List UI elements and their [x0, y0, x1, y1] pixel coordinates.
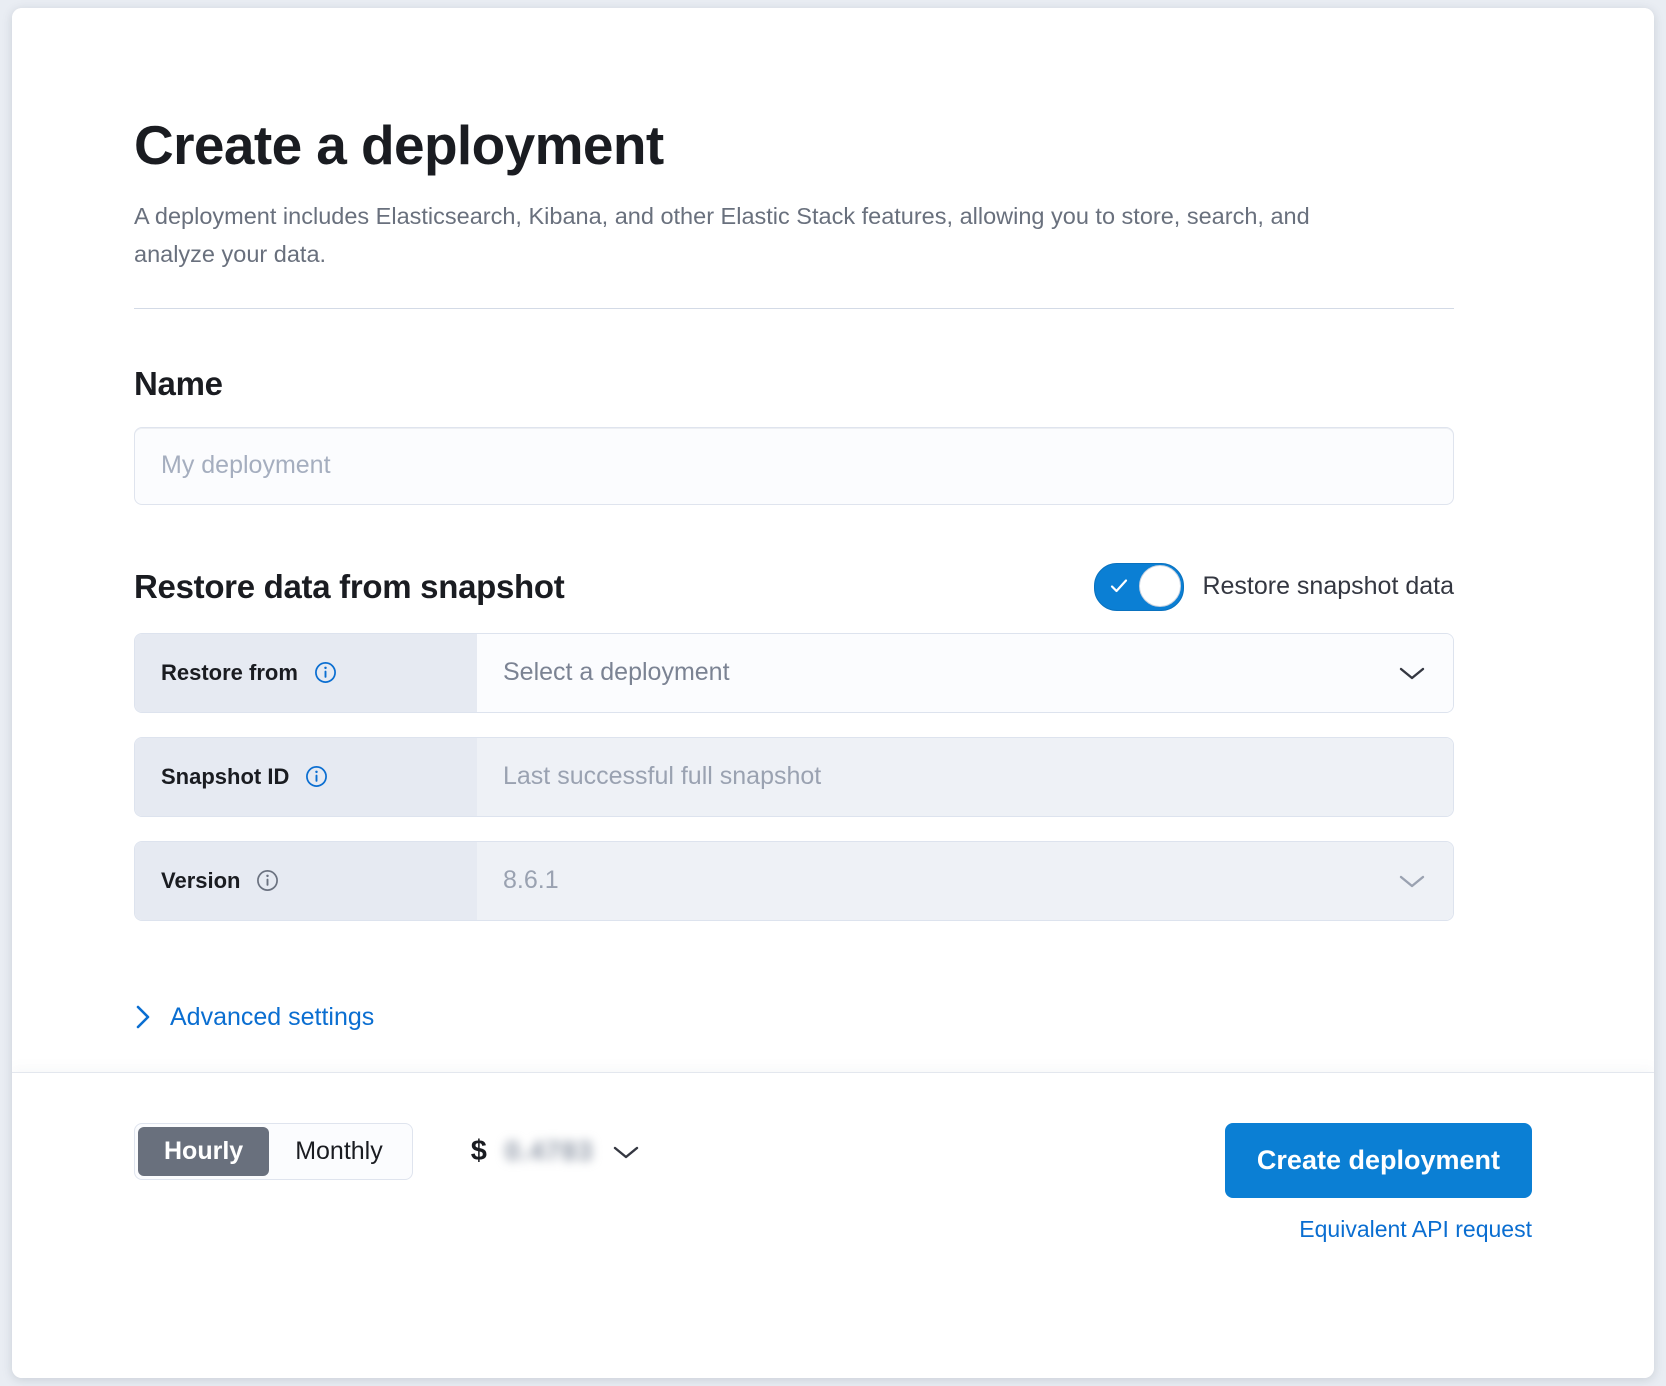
snapshot-id-value-cell: Last successful full snapshot	[477, 737, 1453, 816]
restore-from-label: Restore from	[161, 659, 298, 685]
restore-from-label-cell: Restore from	[135, 633, 477, 712]
snapshot-id-value: Last successful full snapshot	[503, 762, 822, 791]
price-currency-symbol: $	[470, 1135, 487, 1167]
create-deployment-button[interactable]: Create deployment	[1224, 1123, 1532, 1198]
billing-option-monthly[interactable]: Monthly	[269, 1127, 409, 1176]
version-row: Version 8.6.1	[134, 840, 1454, 921]
info-icon[interactable]	[314, 661, 337, 684]
info-icon[interactable]	[256, 869, 279, 892]
restore-from-value-cell[interactable]: Select a deployment	[477, 633, 1453, 712]
check-icon	[1111, 578, 1128, 592]
advanced-settings-link[interactable]: Advanced settings	[134, 1003, 374, 1032]
toggle-knob	[1139, 564, 1182, 607]
snapshot-id-label-cell: Snapshot ID	[135, 737, 477, 816]
price-amount: 0.4783	[504, 1136, 594, 1166]
form-content: Create a deployment A deployment include…	[134, 114, 1454, 1035]
advanced-settings-label: Advanced settings	[170, 1002, 375, 1031]
page-description: A deployment includes Elasticsearch, Kib…	[134, 203, 1310, 268]
footer-right: Create deployment Equivalent API request	[1224, 1123, 1532, 1243]
restore-snapshot-toggle[interactable]	[1094, 562, 1185, 611]
billing-period-toggle: Hourly Monthly	[134, 1123, 413, 1180]
chevron-right-icon	[136, 1005, 150, 1029]
version-label: Version	[161, 867, 241, 893]
restore-snapshot-toggle-label: Restore snapshot data	[1202, 572, 1454, 601]
header-divider	[134, 307, 1454, 309]
chevron-down-icon[interactable]	[611, 1143, 641, 1161]
version-label-cell: Version	[135, 841, 477, 920]
restore-from-value: Select a deployment	[503, 658, 730, 687]
restore-snapshot-toggle-wrap: Restore snapshot data	[1094, 562, 1454, 611]
snapshot-id-row: Snapshot ID Last successful full snapsho…	[134, 736, 1454, 817]
snapshot-id-label: Snapshot ID	[161, 763, 290, 789]
deployment-name-input[interactable]	[134, 426, 1454, 505]
page-title: Create a deployment	[134, 114, 664, 176]
billing-option-hourly[interactable]: Hourly	[138, 1127, 270, 1176]
equivalent-api-request-link[interactable]: Equivalent API request	[1299, 1216, 1532, 1242]
form-body: Create a deployment A deployment include…	[12, 8, 1654, 1073]
restore-from-row[interactable]: Restore from Select a deployment	[134, 632, 1454, 713]
chevron-down-icon[interactable]	[1397, 664, 1427, 682]
footer-bar: Hourly Monthly $ 0.4783 Create deploymen…	[12, 1072, 1654, 1378]
info-icon[interactable]	[305, 765, 328, 788]
price-display[interactable]: $ 0.4783	[471, 1135, 642, 1168]
footer-left: Hourly Monthly $ 0.4783	[134, 1123, 641, 1180]
snapshot-section-header: Restore data from snapshot Restore snaps…	[134, 562, 1454, 611]
create-deployment-card: Create a deployment A deployment include…	[12, 8, 1654, 1378]
chevron-down-icon	[1399, 875, 1425, 887]
version-value: 8.6.1	[503, 866, 559, 895]
name-section-heading: Name	[134, 364, 223, 402]
version-value-cell: 8.6.1	[477, 841, 1453, 920]
snapshot-section-heading: Restore data from snapshot	[134, 567, 565, 605]
